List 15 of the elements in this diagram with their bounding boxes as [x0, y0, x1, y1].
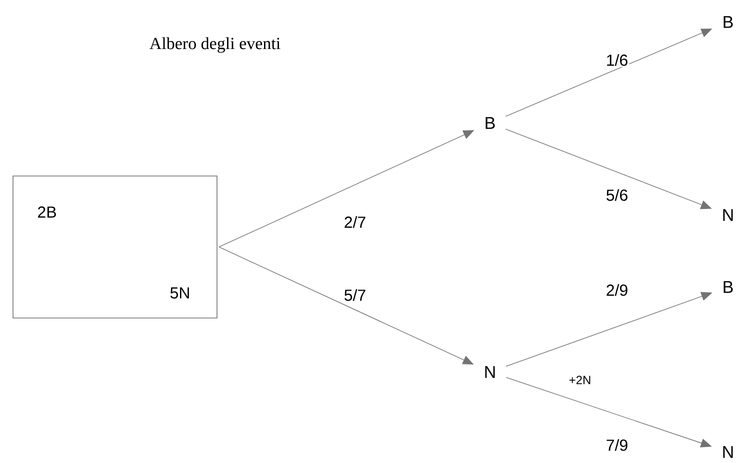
outcome-label: B — [724, 281, 733, 293]
container-box: 2B 5N — [12, 176, 218, 318]
edge-label: 1/6 — [604, 53, 630, 67]
edge-label: 5/6 — [604, 188, 630, 202]
edge-label: 5/7 — [342, 288, 368, 302]
outcome-label: B — [724, 16, 733, 28]
edge-label: 2/9 — [604, 283, 630, 297]
outcome-label: N — [485, 366, 495, 378]
outcome-label: B — [486, 117, 495, 129]
note-label: +2N — [569, 376, 590, 384]
outcome-label: N — [723, 446, 733, 458]
title: Albero degli eventi — [150, 37, 280, 53]
outcome-label: N — [723, 209, 733, 221]
edge-label: 2/7 — [342, 215, 368, 229]
edge-label: 7/9 — [604, 438, 630, 452]
